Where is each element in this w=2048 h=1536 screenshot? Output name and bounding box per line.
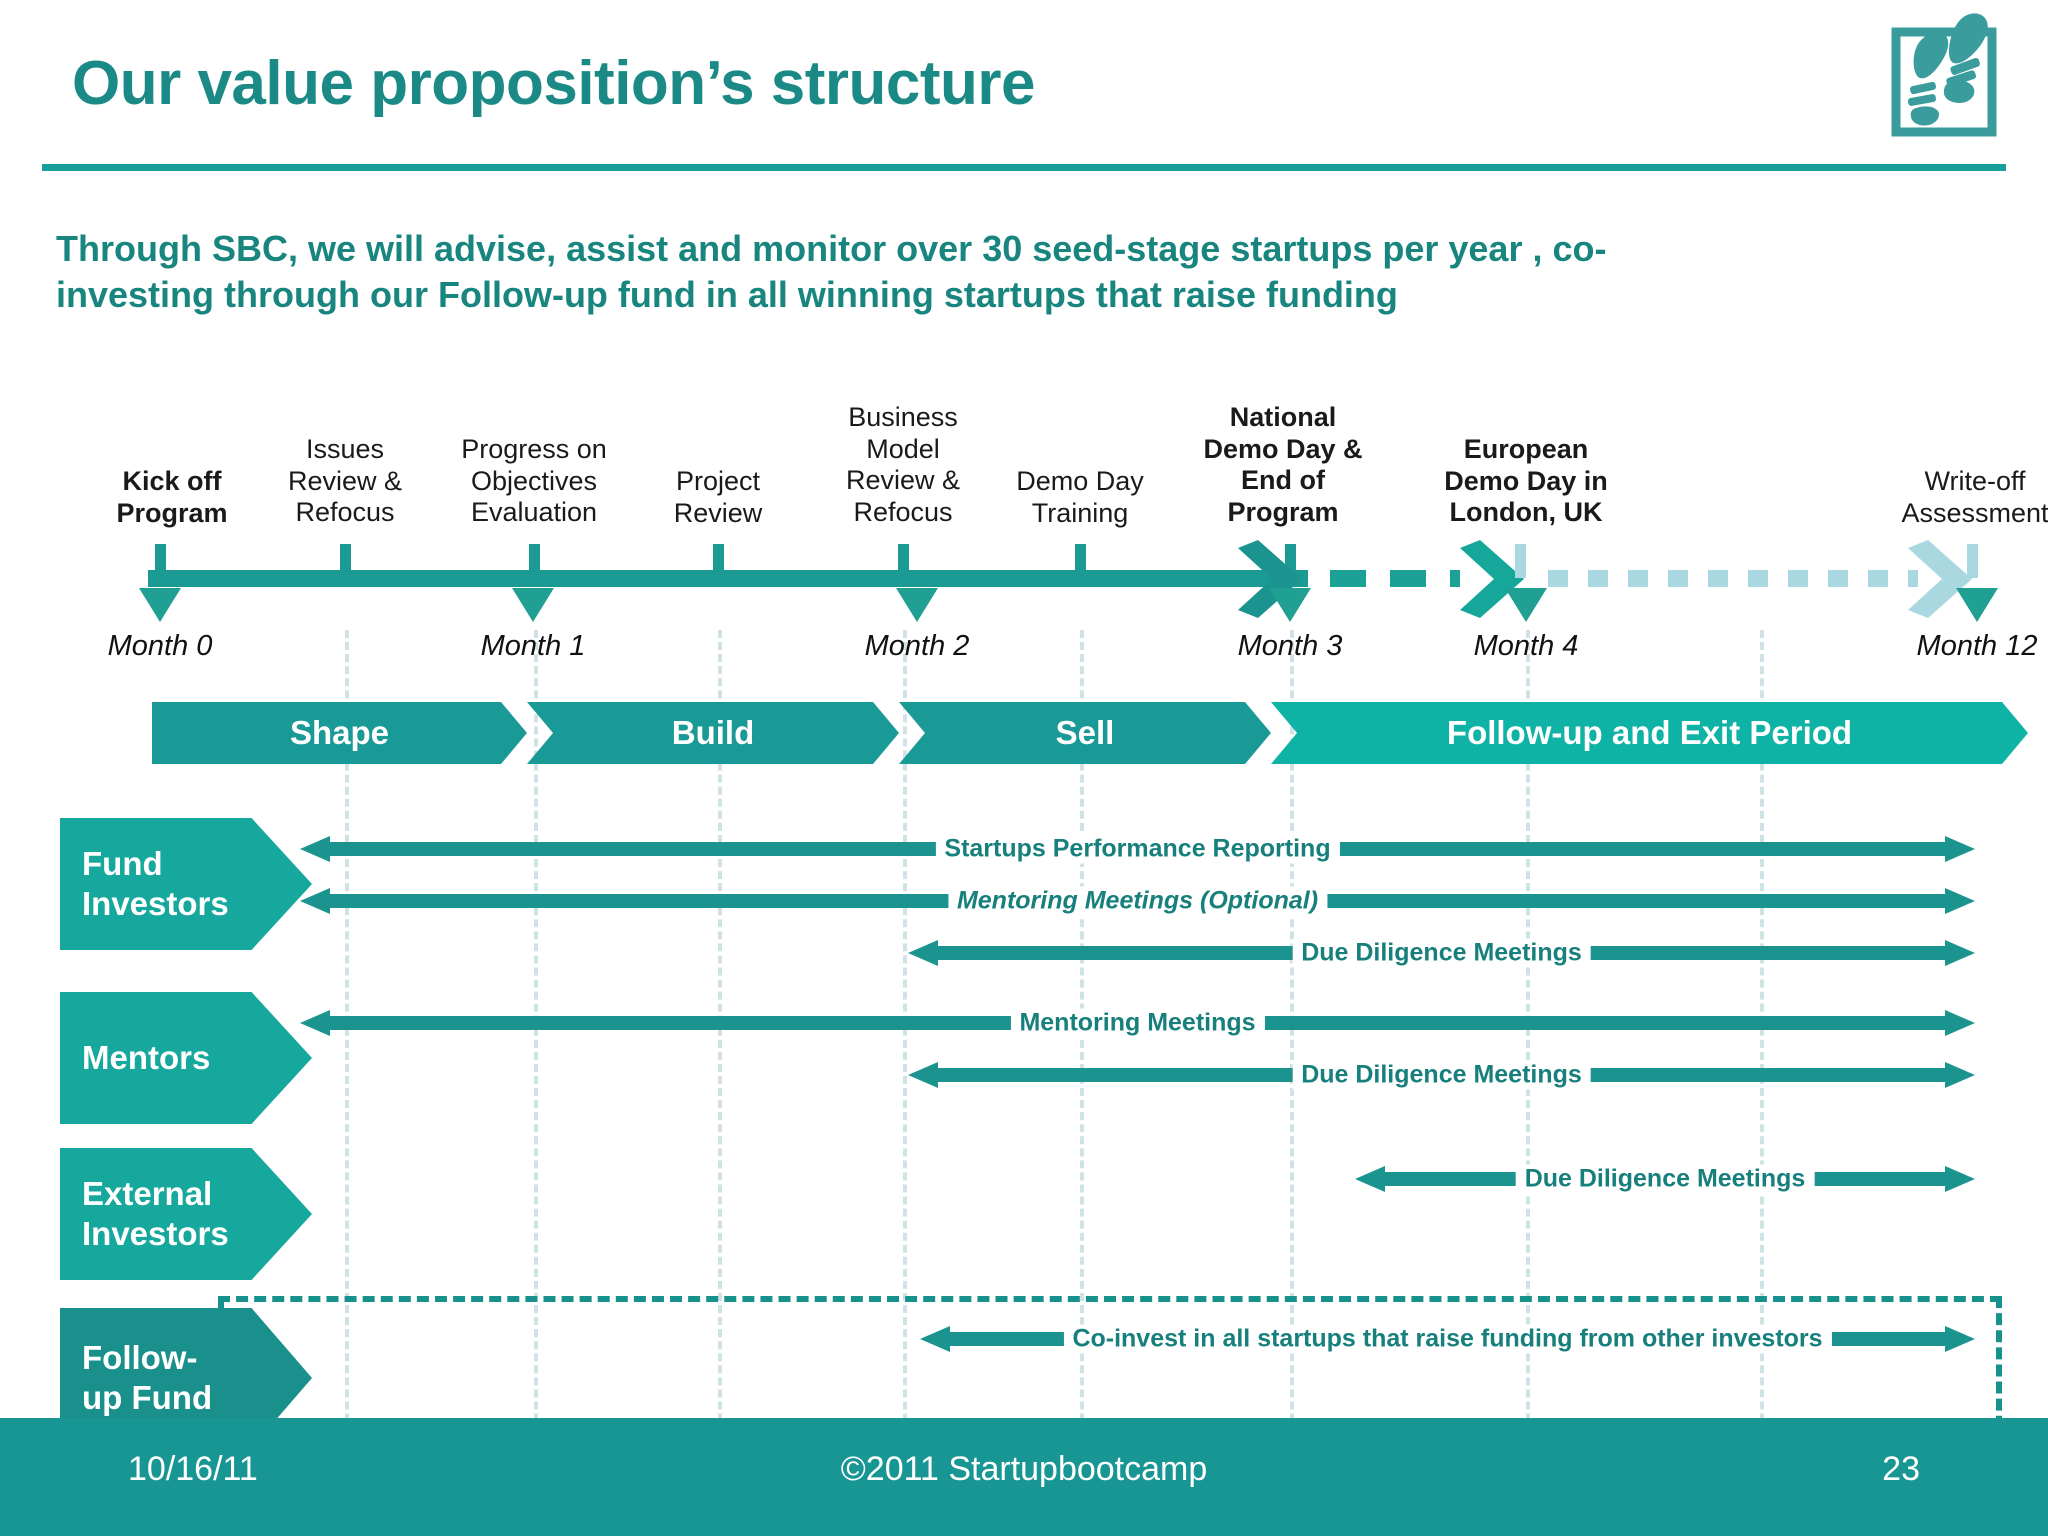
month-label-2: Month 2 bbox=[864, 630, 970, 662]
phase-follow-up-and-exit-period[interactable]: Follow-up and Exit Period bbox=[1271, 702, 2028, 764]
arrow-head-right bbox=[1945, 1062, 1975, 1088]
month-triangle-5 bbox=[1956, 588, 1998, 622]
axis-dotted-segment-light bbox=[1548, 570, 1918, 587]
slide-subtitle: Through SBC, we will advise, assist and … bbox=[56, 228, 1607, 316]
phase-shape[interactable]: Shape bbox=[152, 702, 527, 764]
month-triangle-0 bbox=[139, 588, 181, 622]
month-label-0: Month 0 bbox=[107, 630, 213, 662]
phase-sell[interactable]: Sell bbox=[899, 702, 1271, 764]
group-label-mentors[interactable]: Mentors bbox=[60, 992, 312, 1124]
group-label-text: Mentors bbox=[82, 1039, 211, 1077]
footer-copyright: ©2011 Startupbootcamp bbox=[840, 1450, 1208, 1488]
phase-build[interactable]: Build bbox=[527, 702, 899, 764]
arrow-label: Mentoring Meetings (Optional) bbox=[947, 886, 1328, 916]
month-triangle-4 bbox=[1505, 588, 1547, 622]
month-label-1: Month 1 bbox=[480, 630, 586, 662]
month-gridline-0 bbox=[345, 630, 349, 1530]
arrow-head-right bbox=[1945, 940, 1975, 966]
arrow-label: Mentoring Meetings bbox=[1010, 1008, 1265, 1038]
arrow-head-left bbox=[908, 1062, 938, 1088]
month-label-5: Month 12 bbox=[1916, 630, 2038, 662]
arrow-label: Startups Performance Reporting bbox=[935, 834, 1340, 864]
footer-date: 10/16/11 bbox=[128, 1450, 258, 1488]
month-gridline-3 bbox=[903, 630, 907, 1530]
page-title: Our value proposition’s structure bbox=[72, 49, 1036, 118]
arrow-label: Due Diligence Meetings bbox=[1515, 1164, 1815, 1194]
axis-bar bbox=[148, 570, 1308, 587]
arrow-head-right bbox=[1945, 1166, 1975, 1192]
arrow-head-left bbox=[300, 836, 330, 862]
arrow-label: Due Diligence Meetings bbox=[1292, 938, 1591, 968]
footer-page-number: 23 bbox=[1882, 1450, 1920, 1488]
phase-label: Build bbox=[671, 714, 755, 751]
arrow-label: Co-invest in all startups that raise fun… bbox=[1063, 1324, 1832, 1354]
arrow-label: Due Diligence Meetings bbox=[1292, 1060, 1591, 1090]
title-underline-rule bbox=[42, 164, 2006, 171]
slide-footer: 10/16/11 ©2011 Startupbootcamp 23 bbox=[0, 1418, 2048, 1536]
month-label-3: Month 3 bbox=[1237, 630, 1343, 662]
month-gridline-2 bbox=[718, 630, 722, 1530]
phase-label: Shape bbox=[289, 714, 390, 751]
arrow-head-left bbox=[300, 888, 330, 914]
arrow-head-left bbox=[300, 1010, 330, 1036]
phase-label: Sell bbox=[1055, 714, 1115, 751]
group-label-text: Follow-up Fund bbox=[82, 1339, 213, 1416]
arrow-head-left bbox=[1355, 1166, 1385, 1192]
month-label-4: Month 4 bbox=[1473, 630, 1579, 662]
month-triangle-2 bbox=[896, 588, 938, 622]
arrow-head-right bbox=[1945, 1326, 1975, 1352]
arrow-head-right bbox=[1945, 1010, 1975, 1036]
month-triangle-3 bbox=[1269, 588, 1311, 622]
arrow-head-left bbox=[908, 940, 938, 966]
phase-label: Follow-up and Exit Period bbox=[1446, 714, 1853, 751]
month-gridline-1 bbox=[534, 630, 538, 1530]
arrow-head-right bbox=[1945, 888, 1975, 914]
month-triangle-1 bbox=[512, 588, 554, 622]
arrow-head-right bbox=[1945, 836, 1975, 862]
arrow-head-left bbox=[920, 1326, 950, 1352]
axis-dashed-segment bbox=[1330, 570, 1460, 587]
footprints-in-square-logo-icon bbox=[1888, 8, 2012, 140]
